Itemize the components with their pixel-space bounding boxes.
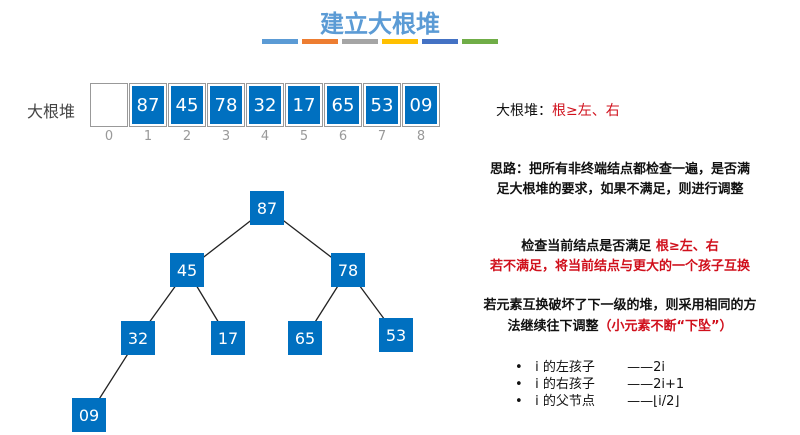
array-index: 6	[338, 129, 348, 144]
tree-node: 32	[121, 321, 155, 355]
slide-title: 建立大根堆	[320, 10, 440, 38]
array-value: 87	[132, 86, 164, 124]
array-cell: 65	[324, 83, 362, 127]
bullet-value: ——⌊i/2⌋	[627, 394, 680, 409]
array-cell: 45	[168, 83, 206, 127]
heap-rule: 大根堆：根≥左、右	[496, 100, 620, 120]
array-index: 8	[416, 129, 426, 144]
color-bar	[382, 39, 418, 44]
bullet-label: i 的左孩子	[535, 360, 595, 375]
color-bar	[342, 39, 378, 44]
bullet-value: ——2i	[627, 360, 665, 375]
color-bar	[422, 39, 458, 44]
check-line2: 若不满足，将当前结点与更大的一个孩子互换	[489, 259, 750, 274]
array-cell: 09	[402, 83, 440, 127]
tree-node: 53	[379, 318, 413, 352]
array-value: 09	[405, 86, 437, 124]
sink-text: 若元素互换破坏了下一级的堆，则采用相同的方 法继续往下调整（小元素不断“下坠”）	[470, 295, 770, 337]
rule-prefix: 大根堆：	[496, 103, 552, 119]
array-index: 3	[221, 129, 231, 144]
sink-red: （小元素不断“下坠”）	[598, 319, 733, 334]
index-formulas: • i 的左孩子——2i • i 的右孩子——2i+1 • i 的父节点——⌊i…	[515, 359, 684, 410]
tree-node: 78	[331, 253, 365, 287]
array-value: 65	[327, 86, 359, 124]
tree-node: 17	[211, 321, 245, 355]
array-index: 0	[104, 129, 114, 144]
tree-node: 65	[288, 321, 322, 355]
array-index: 2	[182, 129, 192, 144]
idea-line1: 思路：把所有非终端结点都检查一遍，是否满	[489, 162, 750, 177]
color-bar	[302, 39, 338, 44]
bullet-item: • i 的右孩子——2i+1	[515, 377, 685, 392]
rule-condition: 根≥左、右	[552, 103, 620, 119]
sink-line1: 若元素互换破坏了下一级的堆，则采用相同的方	[483, 298, 757, 313]
idea-text: 思路：把所有非终端结点都检查一遍，是否满 足大根堆的要求，如果不满足，则进行调整	[470, 160, 770, 200]
check-prefix: 检查当前结点是否满足	[521, 239, 656, 254]
array-label: 大根堆	[27, 102, 76, 121]
bullet-item: • i 的父节点——⌊i/2⌋	[515, 394, 680, 409]
array-value: 45	[171, 86, 203, 124]
tree-node: 45	[170, 253, 204, 287]
idea-line2: 足大根堆的要求，如果不满足，则进行调整	[496, 182, 744, 197]
check-line1: 检查当前结点是否满足 根≥左、右	[470, 237, 770, 257]
array-value: 78	[210, 86, 242, 124]
array-cell: 87	[129, 83, 167, 127]
array-cell: 53	[363, 83, 401, 127]
array-value: 32	[249, 86, 281, 124]
color-bar	[262, 39, 298, 44]
sink-prefix: 法继续往下调整	[507, 319, 599, 334]
bullet-label: i 的右孩子	[535, 377, 595, 392]
array-cell	[90, 83, 128, 127]
array-cell: 17	[285, 83, 323, 127]
check-condition: 根≥左、右	[655, 239, 719, 254]
array-index: 7	[377, 129, 387, 144]
array-value: 17	[288, 86, 320, 124]
bullet-label: i 的父节点	[535, 394, 595, 409]
check-text: 检查当前结点是否满足 根≥左、右 若不满足，将当前结点与更大的一个孩子互换	[470, 237, 770, 277]
array-cell: 78	[207, 83, 245, 127]
color-bar	[462, 39, 498, 44]
array-index: 4	[260, 129, 270, 144]
array-index: 5	[299, 129, 309, 144]
array-cell: 32	[246, 83, 284, 127]
bullet-value: ——2i+1	[627, 377, 685, 392]
tree-node: 09	[72, 398, 106, 432]
sink-line2: 法继续往下调整（小元素不断“下坠”）	[470, 316, 770, 337]
array-index: 1	[143, 129, 153, 144]
tree-node: 87	[250, 191, 284, 225]
array-value: 53	[366, 86, 398, 124]
bullet-item: • i 的左孩子——2i	[515, 360, 665, 375]
